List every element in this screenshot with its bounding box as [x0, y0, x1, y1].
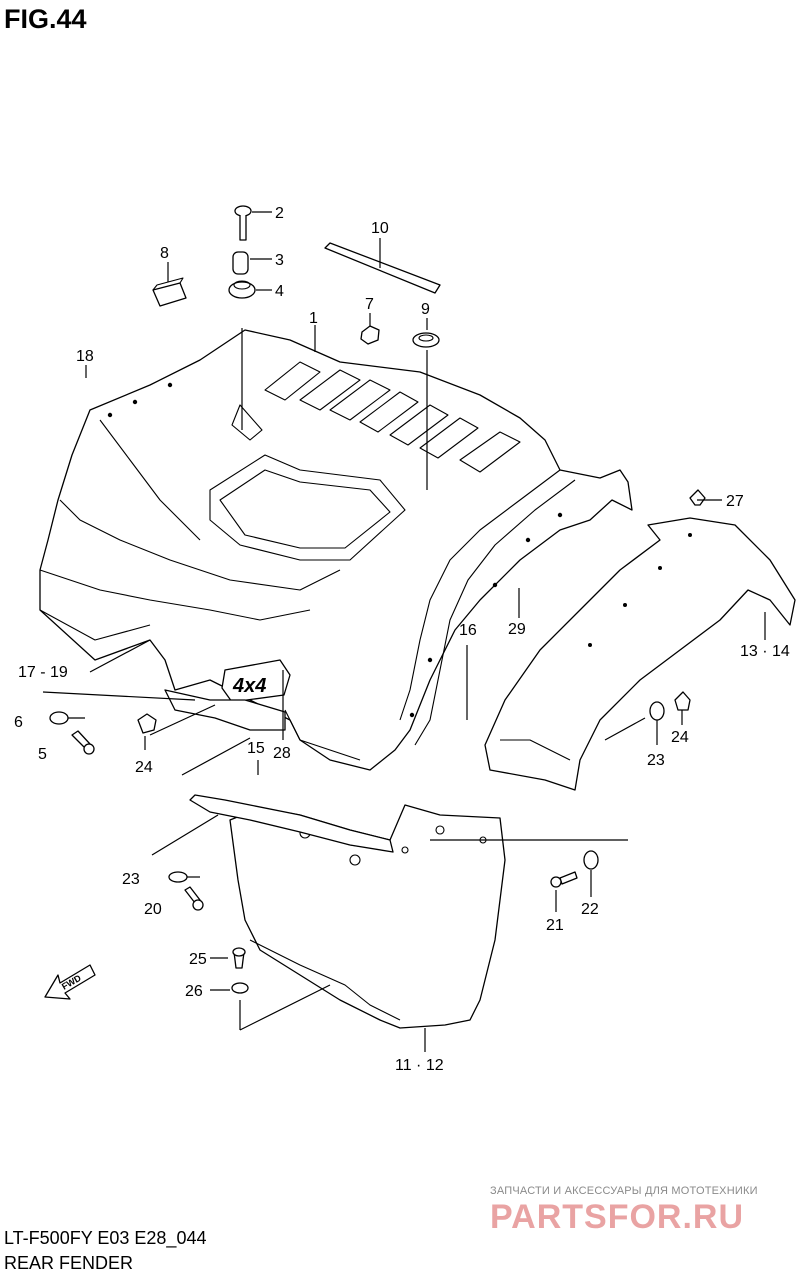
callout-20: 20 — [144, 901, 162, 918]
part-24-nut-left — [137, 713, 157, 734]
callout-labels: 2 3 4 8 10 7 9 1 18 27 13 · 14 29 16 17 … — [14, 205, 790, 1074]
fwd-arrow-icon: FWD — [44, 964, 96, 1000]
mount-holes — [107, 382, 563, 718]
watermark-tagline: ЗАПЧАСТИ И АКСЕССУАРЫ ДЛЯ МОТОТЕХНИКИ — [490, 1185, 758, 1197]
callout-5: 5 — [38, 746, 47, 763]
callout-24-right: 24 — [671, 729, 689, 746]
deck-vents — [264, 361, 521, 473]
callout-8: 8 — [160, 245, 169, 262]
rear-fender-body: 4x4 — [39, 329, 633, 771]
watermark-logo: PARTSFOR.RU — [490, 1198, 745, 1236]
emblem-4x4: 4x4 — [221, 659, 291, 703]
callout-27: 27 — [726, 493, 744, 510]
callout-13-14: 13 · 14 — [740, 643, 790, 660]
callout-2: 2 — [275, 205, 284, 222]
callout-25: 25 — [189, 951, 207, 968]
callout-23-right: 23 — [647, 752, 665, 769]
model-code: LT-F500FY E03 E28_044 — [4, 1228, 207, 1248]
part-23-washer-right — [649, 701, 665, 721]
figure-caption: REAR FENDER — [4, 1253, 134, 1273]
part-8-pad — [152, 277, 187, 307]
part-9-grommet — [412, 332, 440, 348]
part-25-screw — [232, 947, 246, 969]
callout-26: 26 — [185, 983, 203, 1000]
part-4-grommet — [228, 280, 256, 299]
part-10-strip — [324, 242, 441, 294]
part-24-nut-right — [674, 691, 691, 711]
callout-17-19: 17 - 19 — [18, 664, 68, 681]
leader-lines — [42, 211, 766, 1052]
callout-21: 21 — [546, 917, 564, 934]
part-23-washer-lower — [168, 871, 188, 883]
part-5-screw — [71, 730, 95, 755]
part-27-clip — [689, 489, 706, 506]
callout-28: 28 — [273, 745, 291, 762]
callout-23-lower: 23 — [122, 871, 140, 888]
part-7-nut — [360, 325, 380, 345]
part-26-washer — [231, 982, 249, 994]
callout-15: 15 — [247, 740, 265, 757]
callout-3: 3 — [275, 252, 284, 269]
part-20-screw — [184, 886, 204, 911]
callout-6: 6 — [14, 714, 23, 731]
callout-11-12: 11 · 12 — [395, 1057, 444, 1074]
callout-24-left: 24 — [135, 759, 153, 776]
callout-1: 1 — [309, 310, 318, 327]
callout-7: 7 — [365, 296, 374, 313]
callout-10: 10 — [371, 220, 389, 237]
fender-extension-right — [484, 517, 796, 791]
callout-22: 22 — [581, 901, 599, 918]
callout-9: 9 — [421, 301, 430, 318]
part-6-washer — [49, 711, 69, 725]
figure-title: FIG.44 — [4, 4, 87, 34]
emblem-text: 4x4 — [232, 675, 266, 697]
part-22-washer — [583, 850, 599, 870]
part-2-bolt — [234, 205, 252, 241]
part-3-collar — [232, 251, 249, 275]
part-21-screw — [550, 871, 578, 888]
callout-18: 18 — [76, 348, 94, 365]
callout-29: 29 — [508, 621, 526, 638]
callout-4: 4 — [275, 283, 284, 300]
callout-16: 16 — [459, 622, 477, 639]
cover-strip — [189, 794, 394, 853]
